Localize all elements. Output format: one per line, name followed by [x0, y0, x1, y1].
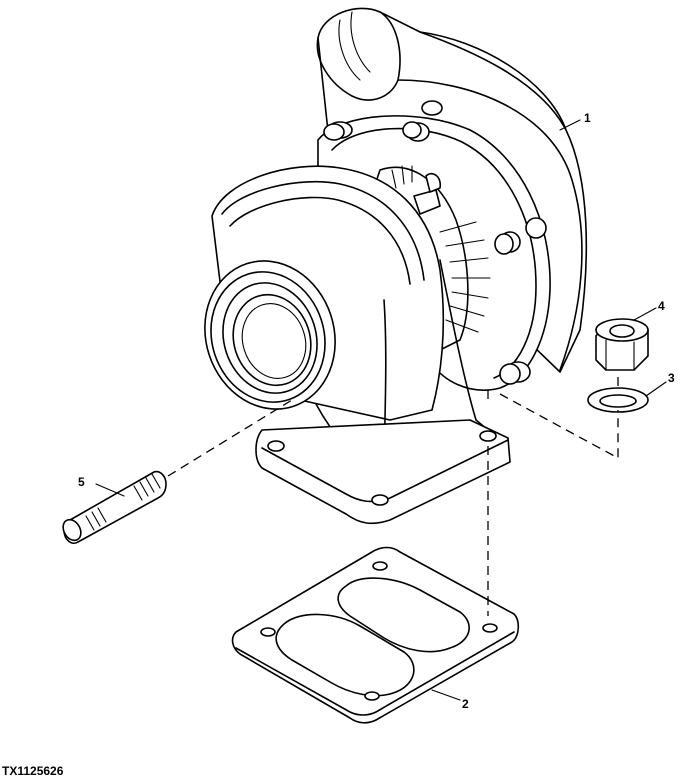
- hex-nut: [595, 318, 649, 371]
- alignment-lines: [167, 372, 619, 616]
- callout-1: 1: [584, 111, 591, 125]
- figure-code: TX1125626: [2, 764, 64, 778]
- turbine-housing: [204, 165, 501, 477]
- stud-bolt: [62, 470, 167, 545]
- callout-2: 2: [462, 697, 469, 711]
- gasket: [231, 546, 520, 724]
- lock-washer: [587, 387, 649, 413]
- callout-5: 5: [78, 475, 85, 489]
- leader-lines: [95, 119, 667, 701]
- callout-3: 3: [668, 371, 675, 385]
- callout-4: 4: [658, 299, 665, 313]
- turbine-inlet-flange: [255, 419, 511, 525]
